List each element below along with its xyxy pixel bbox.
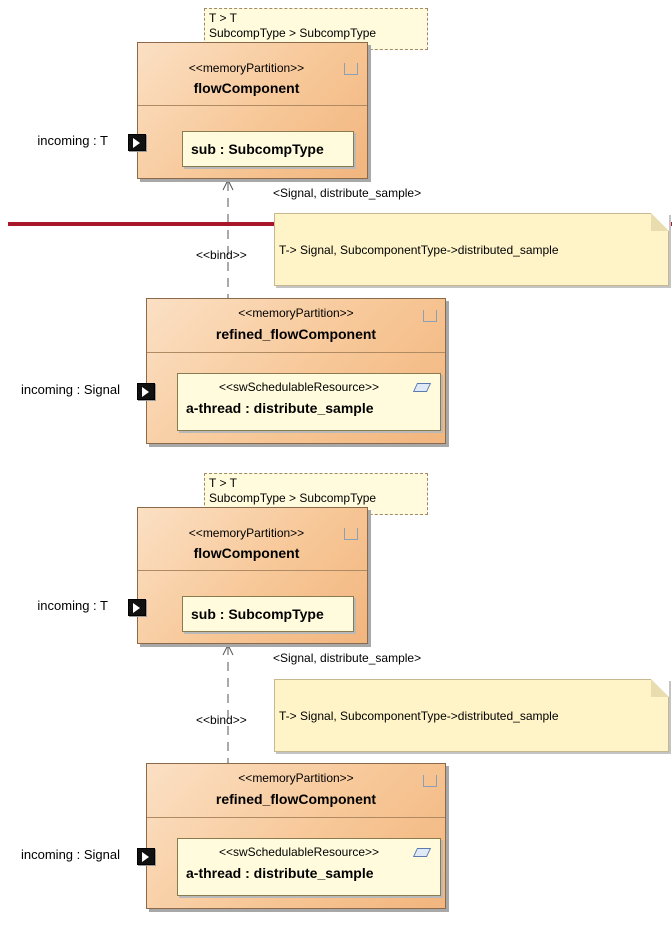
port-icon[interactable] [137,848,155,865]
component-header [138,43,367,106]
flow-component[interactable]: <<memoryPartition>> flowComponent sub : … [137,42,368,179]
note[interactable]: T-> Signal, SubcomponentType->distribute… [274,213,669,286]
part-sub[interactable]: sub : SubcompType [182,596,354,632]
component-icon [423,775,437,787]
bind-stereotype: <<bind>> [196,713,247,727]
component-stereotype: <<memoryPartition>> [188,61,305,75]
part-stereotype: <<swSchedulableResource>> [218,380,380,394]
bind-dependency-bottom [222,643,234,763]
flow-component[interactable]: <<memoryPartition>> flowComponent sub : … [137,507,368,644]
component-name: refined_flowComponent [215,791,377,807]
component-name: flowComponent [193,80,300,96]
part-name: a-thread : distribute_sample [186,865,374,881]
component-header [147,764,445,818]
port-icon[interactable] [128,599,146,616]
binding-label: <Signal, distribute_sample> [273,651,422,665]
note-fold-corner [651,679,669,697]
note-text: T-> Signal, SubcomponentType->distribute… [279,708,559,723]
component-stereotype: <<memoryPartition>> [188,526,305,540]
part-a-thread[interactable]: <<swSchedulableResource>> a-thread : dis… [177,373,441,431]
port-label: incoming : T [37,598,108,613]
note-text: T-> Signal, SubcomponentType->distribute… [279,242,559,257]
template-param: SubcompType > SubcompType [209,26,377,40]
component-header [147,299,445,353]
bind-stereotype: <<bind>> [196,248,247,262]
component-icon [423,310,437,322]
port-label: incoming : Signal [21,382,120,397]
component-name: refined_flowComponent [215,326,377,342]
port-icon[interactable] [128,134,146,151]
part-stereotype: <<swSchedulableResource>> [218,845,380,859]
part-a-thread[interactable]: <<swSchedulableResource>> a-thread : dis… [177,838,441,896]
port-icon[interactable] [137,383,155,400]
component-header [138,508,367,571]
template-param: SubcompType > SubcompType [209,491,377,505]
binding-label: <Signal, distribute_sample> [273,186,422,200]
refined-flow-component[interactable]: <<memoryPartition>> refined_flowComponen… [146,298,446,444]
part-sub[interactable]: sub : SubcompType [182,131,354,167]
component-name: flowComponent [193,545,300,561]
part-name: sub : SubcompType [191,606,324,622]
component-icon [344,63,358,75]
template-param: T > T [209,476,237,490]
component-stereotype: <<memoryPartition>> [238,306,354,320]
refined-flow-component[interactable]: <<memoryPartition>> refined_flowComponen… [146,763,446,909]
bind-dependency-top [222,178,234,298]
part-name: a-thread : distribute_sample [186,400,374,416]
template-param: T > T [209,11,237,25]
note-fold-corner [651,213,669,231]
note[interactable]: T-> Signal, SubcomponentType->distribute… [274,679,669,752]
component-stereotype: <<memoryPartition>> [238,771,354,785]
component-icon [344,528,358,540]
port-label: incoming : Signal [21,847,120,862]
part-name: sub : SubcompType [191,141,324,157]
port-label: incoming : T [37,133,108,148]
